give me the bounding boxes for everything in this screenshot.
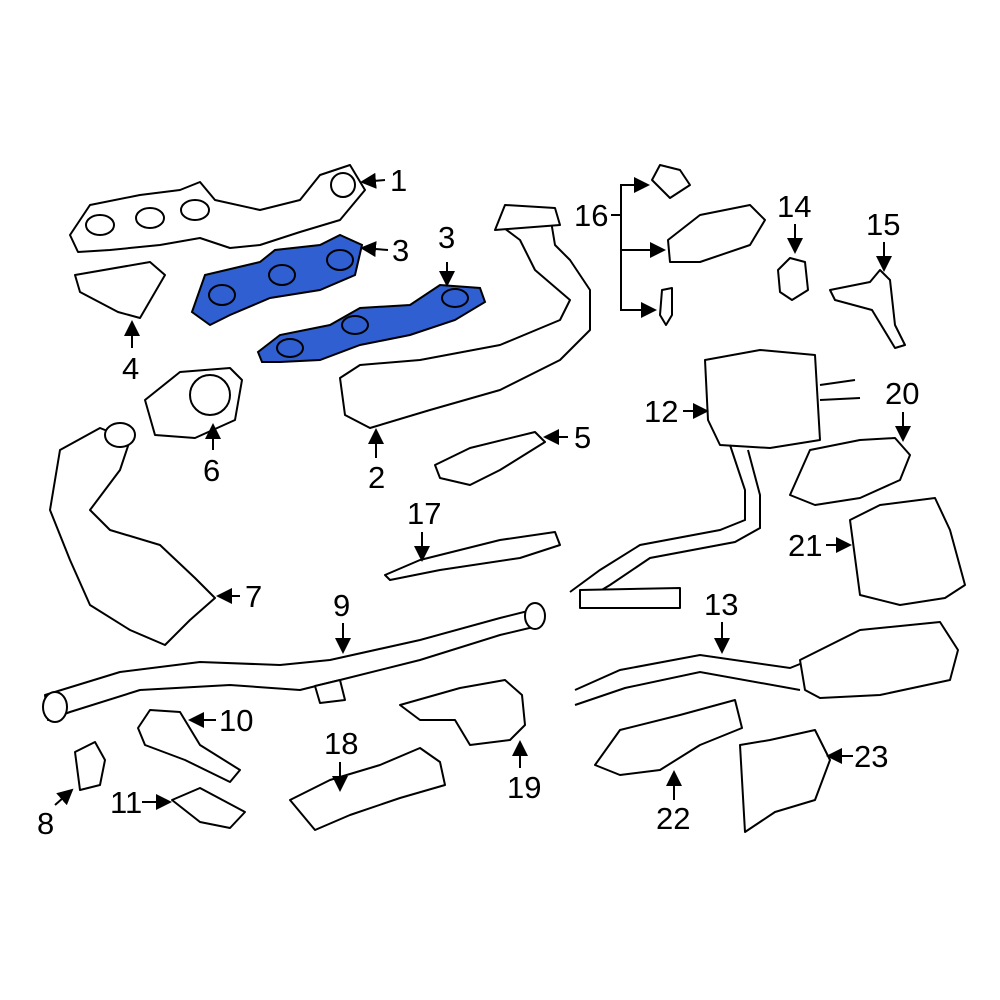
part-20-heat-shield[interactable]: [789, 437, 911, 506]
callout-3b: 3: [438, 220, 455, 255]
callout-13: 13: [704, 587, 738, 622]
callout-8: 8: [37, 806, 54, 841]
callout-3a: 3: [392, 233, 409, 268]
part-9-intermediate-pipe[interactable]: [42, 602, 546, 723]
part-22-heat-shield[interactable]: [594, 699, 743, 776]
leader-lines: [54, 172, 911, 810]
part-19-heat-shield[interactable]: [399, 679, 526, 746]
callout-20: 20: [885, 376, 919, 411]
callout-labels: 1 2 3 3 4 5 6 7 8 9 10 11 12 13 14 15 16…: [37, 163, 919, 841]
callout-4: 4: [122, 351, 139, 386]
callout-5: 5: [574, 420, 591, 455]
callout-15: 15: [866, 207, 900, 242]
part-21-heat-shield[interactable]: [849, 497, 966, 606]
callout-1: 1: [390, 163, 407, 198]
callout-9: 9: [333, 588, 350, 623]
callout-21: 21: [788, 528, 822, 563]
part-15-bracket[interactable]: [829, 269, 906, 349]
callout-6: 6: [203, 453, 220, 488]
part-1-exhaust-manifold-left[interactable]: [69, 164, 366, 253]
part-23-heat-shield[interactable]: [739, 729, 831, 833]
part-13-resonator-pipe[interactable]: [574, 621, 959, 706]
part-5-heat-shield[interactable]: [434, 431, 546, 486]
callout-16: 16: [574, 198, 608, 233]
callout-12: 12: [644, 394, 678, 429]
callout-7: 7: [245, 579, 262, 614]
callout-18: 18: [324, 726, 358, 761]
part-3-gasket-upper[interactable]: [190, 233, 364, 327]
part-11-mount[interactable]: [171, 787, 246, 829]
part-8-bracket[interactable]: [74, 741, 106, 791]
part-17-heat-shield[interactable]: [384, 531, 561, 581]
callout-22: 22: [656, 801, 690, 836]
callout-23: 23: [854, 739, 888, 774]
callout-19: 19: [507, 770, 541, 805]
callout-10: 10: [219, 703, 253, 738]
part-6-catalytic-converter[interactable]: [144, 367, 243, 439]
part-7-front-pipe-converter[interactable]: [49, 422, 216, 646]
part-18-heat-shield[interactable]: [289, 747, 446, 831]
part-10-bracket[interactable]: [137, 709, 241, 783]
part-3-gasket-lower[interactable]: [256, 283, 487, 363]
callout-11: 11: [110, 785, 142, 820]
part-4-bracket[interactable]: [74, 261, 166, 319]
callout-2: 2: [368, 460, 385, 495]
part-12-rear-muffler[interactable]: [569, 349, 861, 609]
callout-17: 17: [407, 496, 441, 531]
part-14-hanger[interactable]: [777, 257, 809, 301]
part-2-exhaust-manifold-right[interactable]: [339, 204, 591, 429]
callout-14: 14: [777, 189, 811, 224]
part-16-hardware[interactable]: [651, 164, 766, 326]
